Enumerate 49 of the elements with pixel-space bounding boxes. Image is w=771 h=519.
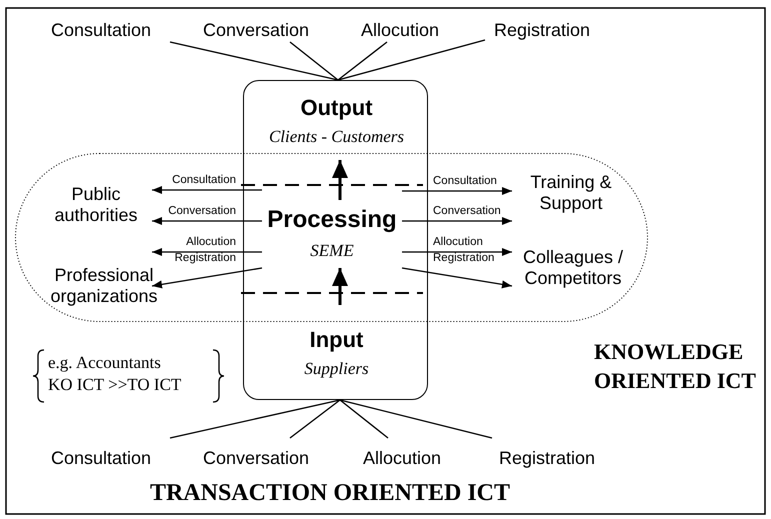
edge-label: Conversation bbox=[168, 205, 236, 217]
arrow bbox=[332, 160, 348, 200]
connector-line bbox=[290, 42, 338, 80]
arrow bbox=[332, 268, 348, 305]
note-text: e.g. Accountants KO ICT >>TO ICT bbox=[48, 352, 182, 396]
connector-line bbox=[338, 39, 486, 81]
channel-label: Consultation bbox=[40, 446, 162, 470]
connector-line bbox=[338, 41, 388, 81]
edge-label: Conversation bbox=[433, 205, 501, 217]
party-label: Training & Support bbox=[515, 168, 627, 218]
channel-label: Consultation bbox=[40, 18, 162, 42]
category-title: TRANSACTION ORIENTED ICT bbox=[148, 479, 512, 508]
section-heading: Output bbox=[300, 96, 373, 120]
edge-label: Allocution bbox=[433, 236, 483, 248]
channel-label: Registration bbox=[482, 18, 602, 42]
party-label: Colleagues / Competitors bbox=[512, 243, 634, 293]
edge-label: Allocution bbox=[186, 236, 236, 248]
channel-label: Allocution bbox=[352, 446, 452, 470]
channel-label: Registration bbox=[486, 446, 608, 470]
arrow bbox=[152, 248, 262, 256]
section-subtitle: Clients - Customers bbox=[268, 128, 404, 146]
edge-label: Consultation bbox=[433, 175, 497, 187]
connector-line bbox=[170, 41, 338, 81]
connector-line bbox=[340, 399, 492, 439]
connector-line bbox=[290, 399, 340, 439]
dotted-band bbox=[15, 153, 648, 322]
edge-label: Consultation bbox=[172, 174, 236, 186]
category-title: KNOWLEDGE ORIENTED ICT bbox=[594, 338, 757, 395]
party-label: Public authorities bbox=[40, 178, 152, 232]
section-subtitle: Suppliers bbox=[304, 360, 369, 379]
channel-label: Allocution bbox=[350, 18, 450, 42]
arrow bbox=[402, 217, 512, 225]
edge-label: Registration bbox=[433, 252, 494, 264]
connector-line bbox=[340, 400, 388, 438]
section-heading: Processing bbox=[267, 207, 397, 234]
channel-label: Conversation bbox=[195, 18, 317, 42]
section-heading: Input bbox=[310, 328, 364, 352]
channel-label: Conversation bbox=[195, 446, 317, 470]
arrow bbox=[152, 267, 262, 288]
arrow bbox=[402, 187, 512, 195]
connector-line bbox=[170, 399, 340, 439]
arrow bbox=[402, 248, 512, 256]
edge-label: Registration bbox=[174, 252, 236, 264]
arrow bbox=[152, 217, 262, 225]
party-label: Professional organizations bbox=[40, 262, 168, 310]
arrow bbox=[152, 186, 262, 194]
section-subtitle: SEME bbox=[310, 242, 354, 261]
process-box bbox=[243, 80, 428, 400]
arrow bbox=[402, 267, 512, 288]
